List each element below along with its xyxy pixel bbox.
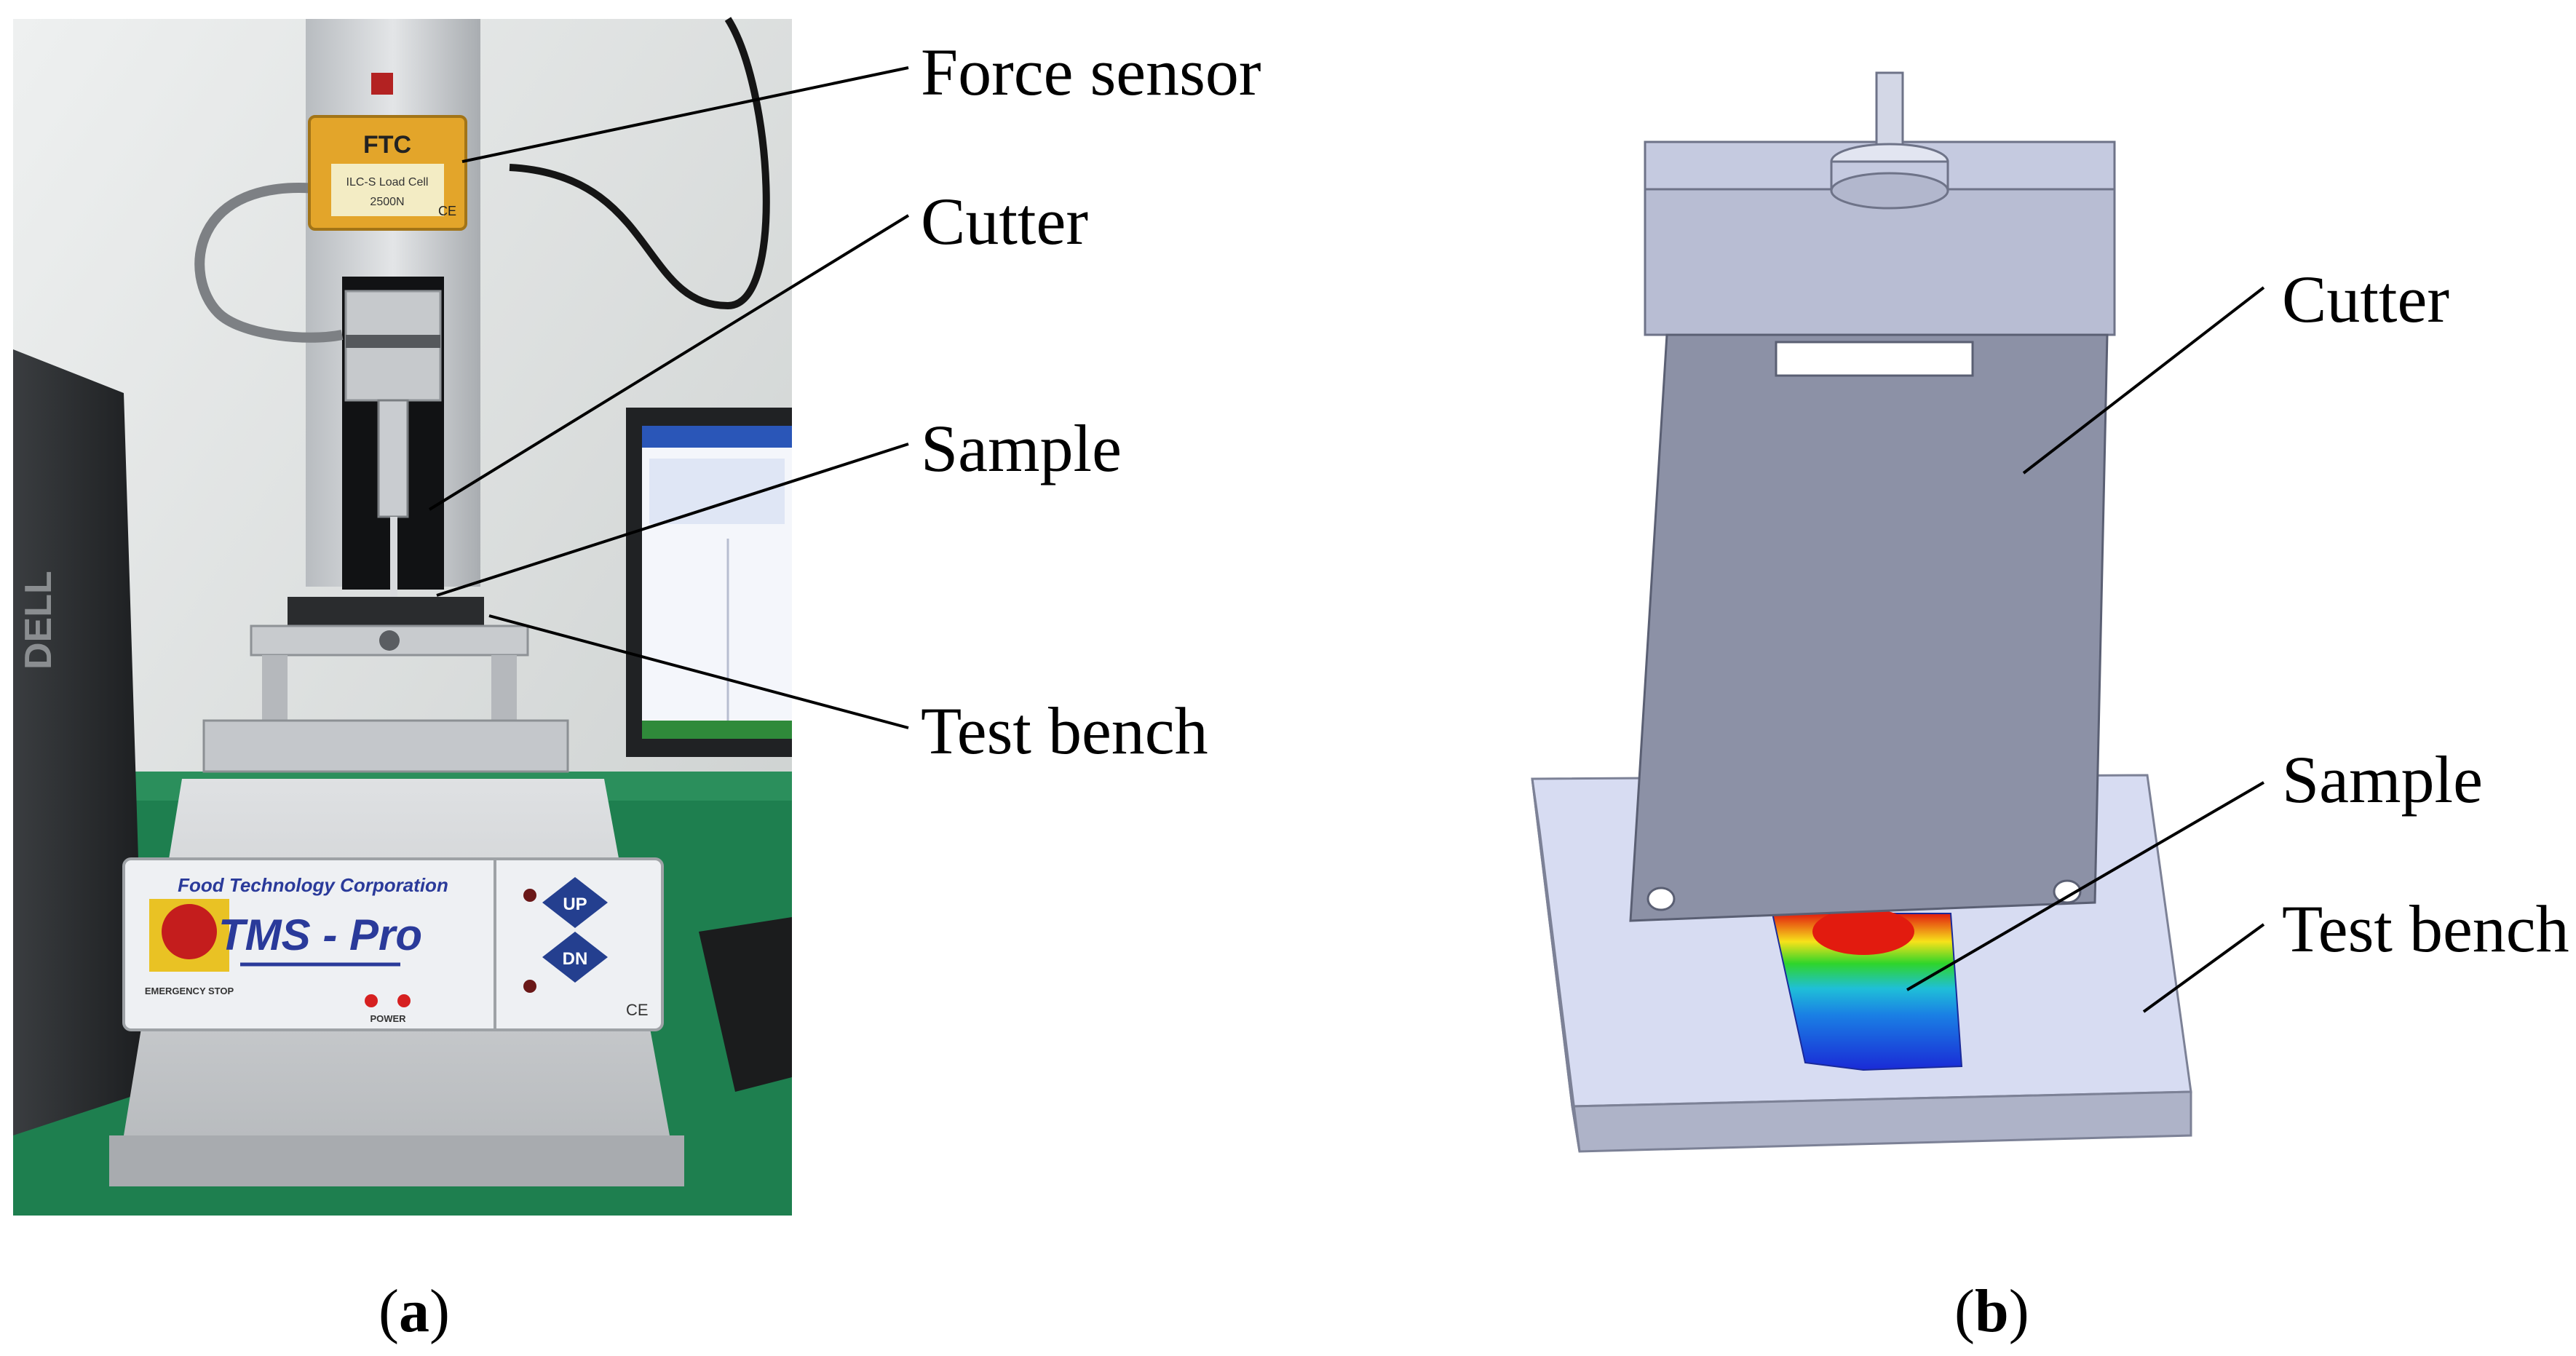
label-sample-a: Sample	[921, 411, 1122, 485]
caption-b: (b)	[1954, 1281, 2029, 1342]
black-cable	[509, 17, 770, 310]
load-cell-ce: CE	[438, 204, 456, 218]
load-cell-line1: ILC-S Load Cell	[346, 176, 429, 189]
sample-model	[1771, 908, 1963, 1071]
monitor	[626, 408, 792, 1092]
cutter-assembly	[344, 290, 442, 597]
company-name: Food Technology Corporation	[178, 874, 448, 896]
dell-logo: DELL	[17, 571, 60, 670]
down-button-label: DN	[563, 949, 588, 969]
caption-a: (a)	[379, 1281, 450, 1342]
leader-lines-b	[1906, 286, 2265, 1013]
emergency-stop-label: EMERGENCY STOP	[145, 986, 234, 996]
leader-lines-a	[428, 66, 910, 729]
load-cell-line2: 2500N	[370, 196, 404, 208]
test-bench-assembly	[202, 597, 569, 773]
pc-tower: DELL	[13, 349, 146, 1135]
panel-ce-mark: CE	[626, 1001, 649, 1019]
label-sample-b: Sample	[2282, 742, 2483, 817]
caption-a-letter: a	[398, 1277, 429, 1345]
caption-b-open: (	[1954, 1277, 1975, 1345]
label-cutter-a: Cutter	[921, 184, 1088, 258]
load-cell-brand: FTC	[363, 131, 411, 159]
caption-b-letter: b	[1974, 1277, 2009, 1345]
label-test-bench-a: Test bench	[921, 694, 1208, 768]
label-force-sensor: Force sensor	[921, 35, 1261, 109]
caption-b-close: )	[2008, 1277, 2029, 1345]
caption-a-close: )	[429, 1277, 450, 1345]
up-button-label: UP	[563, 895, 587, 914]
label-cutter-b: Cutter	[2282, 262, 2449, 336]
machine-base: EMERGENCY STOP Food Technology Corporati…	[109, 779, 684, 1186]
power-label: POWER	[370, 1013, 406, 1024]
cable	[194, 183, 344, 343]
cutter-model	[1629, 71, 2116, 922]
label-test-bench-b: Test bench	[2282, 892, 2569, 966]
load-cell: FTC ILC-S Load Cell 2500N CE	[308, 73, 467, 231]
model-name: TMS - Pro	[218, 911, 422, 959]
caption-a-open: (	[379, 1277, 399, 1345]
